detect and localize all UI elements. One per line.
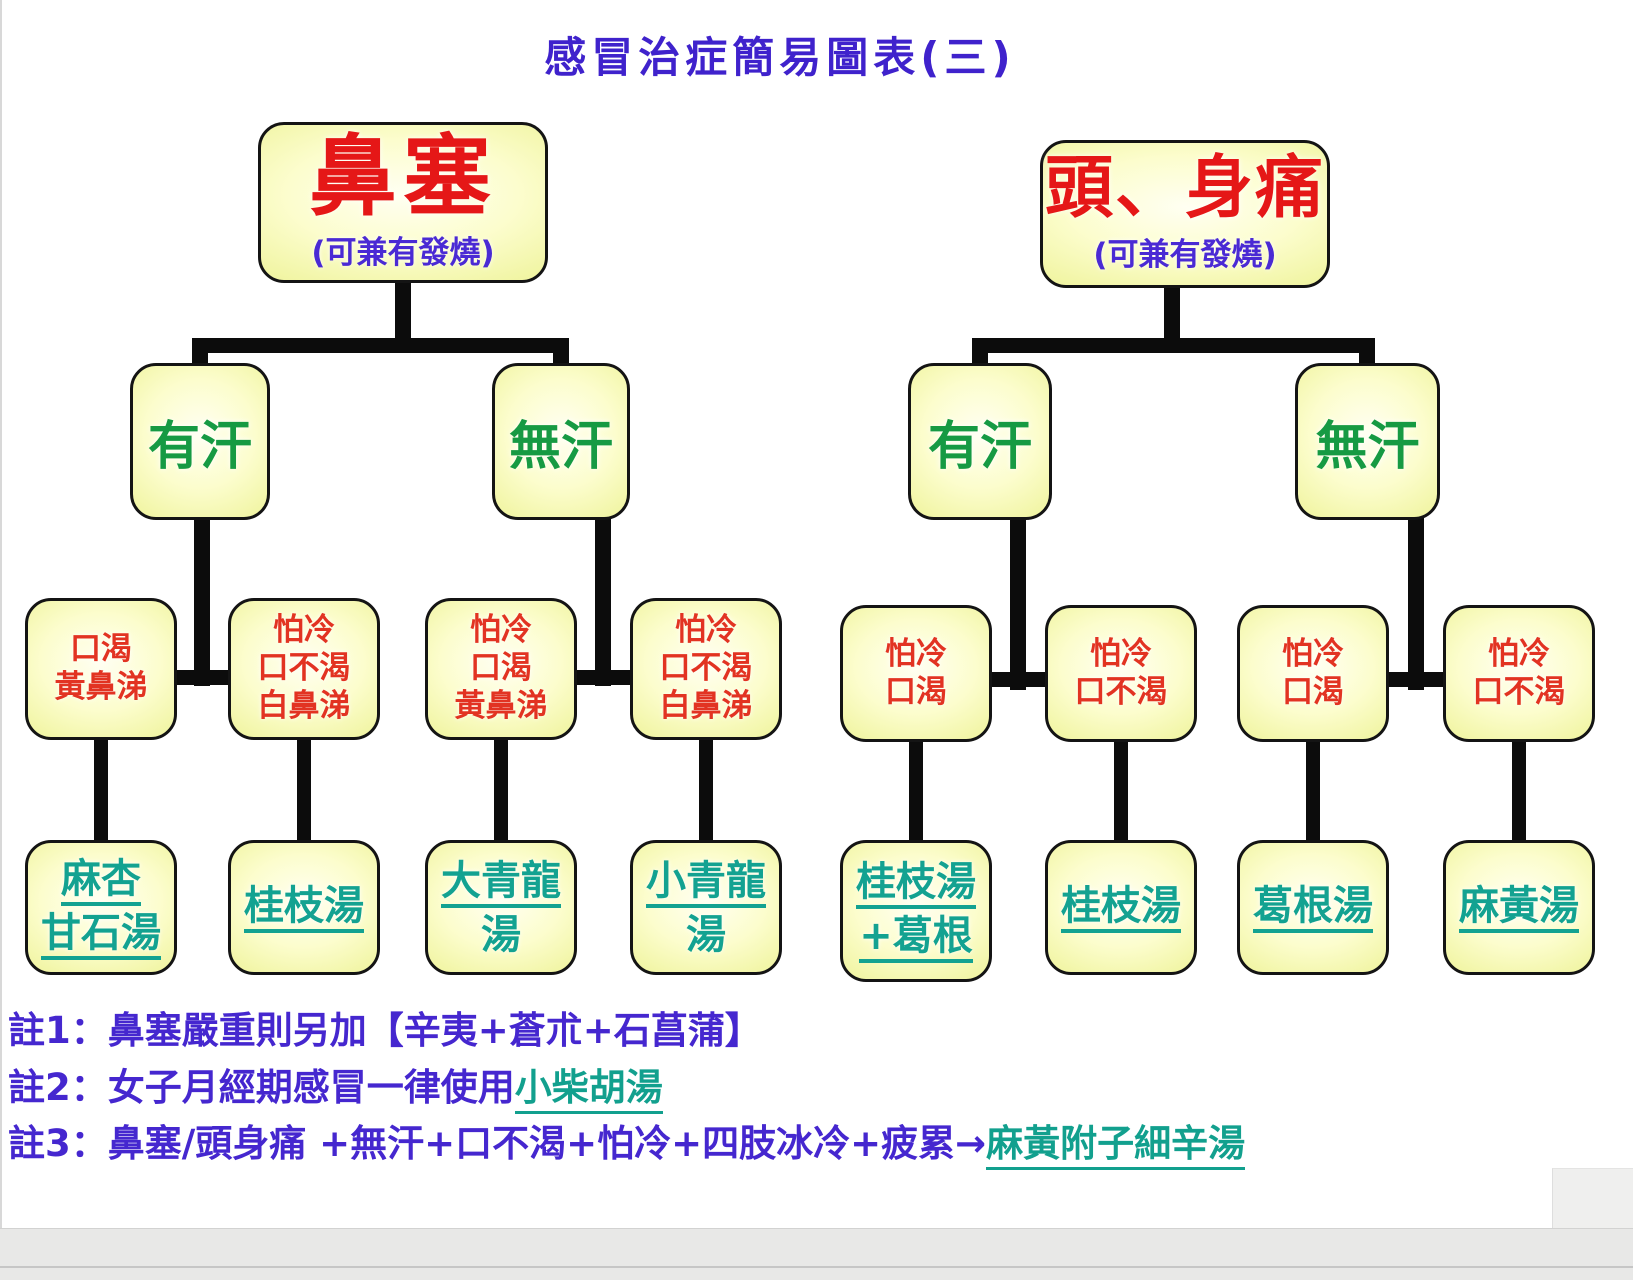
level2-label: 無汗 xyxy=(1315,417,1420,477)
footnote-3: 註3：鼻塞/頭身痛 +無汗+口不渴+怕冷+四肢冰冷+疲累→麻黃附子細辛湯 xyxy=(8,1113,1246,1170)
symptom-lines: 怕冷 口渴 xyxy=(885,635,947,710)
formula-name: 桂枝湯 xyxy=(1061,881,1181,935)
connector-right-to-sweat xyxy=(972,338,988,370)
connector-left-rx2-drop xyxy=(297,738,311,844)
connector-right-rx3-drop xyxy=(1306,740,1320,844)
connector-left-pair1-bar xyxy=(163,670,243,685)
node-left-sweating: 有汗 xyxy=(130,363,270,520)
node-left-formula-1: 麻杏 甘石湯 xyxy=(25,840,177,975)
node-right-formula-2: 桂枝湯 xyxy=(1045,840,1197,975)
formula-name: 桂枝湯 xyxy=(244,881,364,935)
symptom-lines: 怕冷 口不渴 xyxy=(1074,635,1168,710)
connector-right-to-nosweat xyxy=(1359,338,1375,370)
footnote-2: 註2：女子月經期感冒一律使用小柴胡湯 xyxy=(8,1057,663,1114)
node-right-sweating: 有汗 xyxy=(908,363,1052,520)
node-right-formula-4: 麻黃湯 xyxy=(1443,840,1595,975)
symptom-lines: 怕冷 口不渴 xyxy=(1472,635,1566,710)
node-right-symptom-3: 怕冷 口渴 xyxy=(1237,605,1389,742)
node-left-symptom-2: 怕冷 口不渴 白鼻涕 xyxy=(228,598,380,740)
formula-name: 葛根湯 xyxy=(1253,881,1373,935)
scan-bottom-band xyxy=(0,1228,1633,1280)
symptom-lines: 怕冷 口不渴 白鼻涕 xyxy=(659,612,753,724)
connector-left-rx3-drop xyxy=(494,738,508,844)
footnote-1: 註1：鼻塞嚴重則另加【辛夷+蒼朮+石菖蒲】 xyxy=(8,1009,762,1052)
connector-right-pair2-bar xyxy=(1372,672,1460,687)
symptom-lines: 怕冷 口渴 黃鼻涕 xyxy=(454,612,548,724)
root-label: 鼻塞 xyxy=(308,125,497,228)
connector-right-rx1-drop xyxy=(909,740,923,844)
node-right-formula-1: 桂枝湯 +葛根 xyxy=(840,840,992,982)
page-left-edge xyxy=(0,0,2,1280)
node-left-symptom-3: 怕冷 口渴 黃鼻涕 xyxy=(425,598,577,740)
connector-left-sweat-drop xyxy=(194,516,210,686)
node-right-formula-3: 葛根湯 xyxy=(1237,840,1389,975)
connector-left-pair2-bar xyxy=(563,670,645,685)
formula-link: 小柴胡湯 xyxy=(514,1066,663,1114)
connector-right-rx2-drop xyxy=(1114,740,1128,844)
connector-right-top-bar xyxy=(972,338,1375,353)
connector-right-sweat-drop xyxy=(1010,516,1026,690)
level2-label: 有汗 xyxy=(147,417,252,477)
connector-left-to-nosweat xyxy=(553,338,569,370)
connector-left-root-drop xyxy=(395,278,411,350)
formula-name: 桂枝湯 +葛根 xyxy=(856,857,976,965)
node-right-no-sweating: 無汗 xyxy=(1295,363,1440,520)
connector-left-rx1-drop xyxy=(94,738,108,844)
node-left-formula-3: 大青龍 湯 xyxy=(425,840,577,975)
root-sublabel: (可兼有發燒) xyxy=(311,235,495,271)
node-left-no-sweating: 無汗 xyxy=(492,363,630,520)
connector-left-top-bar xyxy=(192,338,569,353)
symptom-lines: 怕冷 口不渴 白鼻涕 xyxy=(257,612,351,724)
connector-right-nosweat-drop xyxy=(1408,516,1424,690)
node-left-symptom-4: 怕冷 口不渴 白鼻涕 xyxy=(630,598,782,740)
node-left-formula-4: 小青龍 湯 xyxy=(630,840,782,975)
symptom-lines: 怕冷 口渴 xyxy=(1282,635,1344,710)
connector-right-pair1-bar xyxy=(975,672,1063,687)
scan-bottom-line xyxy=(0,1266,1633,1268)
level2-label: 無汗 xyxy=(508,417,613,477)
formula-name: 小青龍 湯 xyxy=(646,857,766,958)
node-head-body-pain-root: 頭、身痛 (可兼有發燒) xyxy=(1040,140,1330,288)
node-nasal-congestion-root: 鼻塞 (可兼有發燒) xyxy=(258,122,548,283)
scan-corner-shadow xyxy=(1552,1168,1633,1229)
symptom-lines: 口渴 黃鼻涕 xyxy=(54,631,148,705)
connector-right-rx4-drop xyxy=(1512,740,1526,844)
connector-left-nosweat-drop xyxy=(595,516,611,686)
node-right-symptom-2: 怕冷 口不渴 xyxy=(1045,605,1197,742)
formula-name: 麻杏 甘石湯 xyxy=(41,854,161,962)
root-sublabel: (可兼有發燒) xyxy=(1093,236,1277,273)
formula-name: 麻黃湯 xyxy=(1459,881,1579,935)
connector-left-to-sweat xyxy=(192,338,208,370)
node-left-symptom-1: 口渴 黃鼻涕 xyxy=(25,598,177,740)
level2-label: 有汗 xyxy=(927,417,1032,477)
connector-left-rx4-drop xyxy=(699,738,713,844)
root-label: 頭、身痛 xyxy=(1044,148,1325,228)
formula-name: 大青龍 湯 xyxy=(441,857,561,958)
node-right-symptom-1: 怕冷 口渴 xyxy=(840,605,992,742)
formula-link: 麻黃附子細辛湯 xyxy=(986,1122,1246,1170)
node-right-symptom-4: 怕冷 口不渴 xyxy=(1443,605,1595,742)
node-left-formula-2: 桂枝湯 xyxy=(228,840,380,975)
connector-right-root-drop xyxy=(1164,284,1180,352)
page-title: 感冒治症簡易圖表(三) xyxy=(544,33,1016,82)
